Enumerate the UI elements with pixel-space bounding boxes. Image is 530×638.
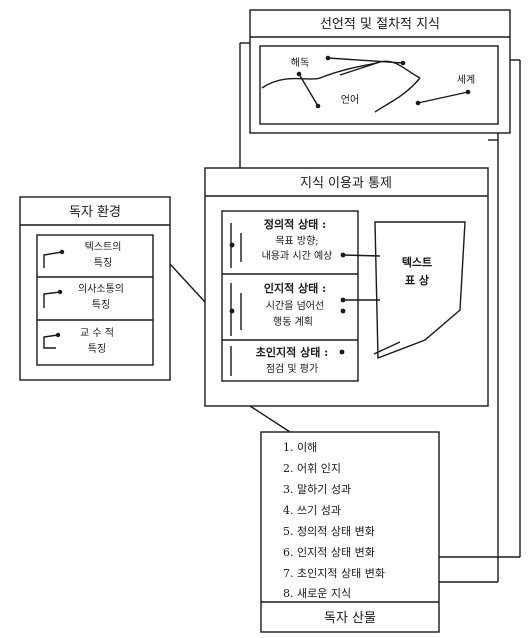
reader-products-title: 독자 산물: [324, 611, 376, 626]
cognitive-state-line: 시간을 넘어선: [266, 300, 324, 312]
reader-products-box: [260, 431, 440, 633]
states-box: [221, 210, 359, 382]
affective-to-text-arrow: [342, 254, 381, 257]
product-item: 8. 새로운 지식: [283, 587, 351, 600]
metacognitive-to-text-arrow: [373, 341, 401, 355]
network-label-decoding: 해독: [291, 56, 309, 69]
metacognitive-state-heading: 초인지적 상태 :: [256, 345, 328, 359]
affective-state-line: 내용과 시간 예상: [262, 250, 333, 262]
text-representation-label: 표 상: [405, 273, 429, 287]
product-item: 2. 어휘 인지: [283, 462, 341, 475]
connector-dot: [57, 289, 63, 295]
env-instructional-features: 교 수 적: [80, 327, 114, 339]
cognitive-state-line: 행동 계획: [273, 316, 313, 328]
affective-state-heading: 정의적 상태 :: [264, 217, 326, 231]
connector-dot: [229, 242, 235, 248]
network-link: [298, 73, 319, 107]
declarative-knowledge-title: 선언적 및 절차적 지식: [320, 17, 440, 32]
env-communication-features: 특징: [92, 299, 110, 311]
cognitive-state-heading: 인지적 상태 :: [264, 281, 326, 295]
network-dot: [325, 55, 331, 61]
env-communication-features: 의사소통의: [78, 283, 124, 295]
connector-dot: [339, 349, 345, 355]
product-item: 1. 이해: [283, 440, 317, 454]
connector-dot: [229, 308, 235, 314]
knowledge-control-box: [204, 167, 489, 407]
env-bracket: [43, 291, 61, 308]
network-label-world: 세계: [457, 74, 475, 86]
connector-dot: [340, 297, 346, 303]
product-item: 4. 쓰기 성과: [283, 504, 341, 517]
connector-dot: [340, 252, 346, 258]
env-to-control-line: [169, 263, 206, 303]
network-dot: [400, 60, 406, 66]
product-item: 7. 초인지적 상태 변화: [283, 567, 385, 580]
env-text-features: 텍스트의: [85, 241, 122, 253]
text-representation-shape: [374, 221, 466, 360]
reader-environment-title: 독자 환경: [69, 205, 121, 220]
network-dot: [296, 71, 302, 77]
connector-dot: [59, 249, 65, 255]
product-item: 5. 정의적 상태 변화: [283, 525, 375, 538]
network-dot: [315, 103, 321, 109]
env-instructional-features: 특징: [88, 343, 106, 355]
product-item: 3. 말하기 성과: [283, 482, 351, 496]
connector-dot: [55, 332, 61, 338]
network-label-language: 언어: [341, 94, 359, 106]
network-dot: [465, 89, 471, 95]
text-representation-label: 텍스트: [402, 255, 432, 269]
knowledge-control-title: 지식 이용과 통제: [300, 176, 392, 191]
network-link: [339, 61, 381, 76]
reader-environment-inner-box: [36, 234, 154, 366]
declarative-knowledge-box: [249, 9, 511, 134]
decoding-world-curve: [261, 60, 421, 89]
network-dot: [415, 100, 421, 106]
affective-state-line: 목표 방향;: [275, 235, 318, 247]
product-item: 6. 인지적 상태 변화: [283, 546, 375, 559]
network-link: [327, 57, 404, 64]
connector-dot: [340, 308, 346, 314]
control-to-products-line: [249, 405, 291, 433]
declarative-inner-box: [259, 45, 499, 125]
env-bracket: [43, 251, 63, 268]
network-link: [417, 91, 469, 104]
env-text-features: 특징: [94, 257, 112, 269]
metacognitive-state-line: 점검 및 평가: [266, 363, 318, 375]
env-bracket: [43, 334, 59, 349]
language-world-curve: [374, 77, 421, 113]
reader-environment-box: [19, 196, 171, 381]
